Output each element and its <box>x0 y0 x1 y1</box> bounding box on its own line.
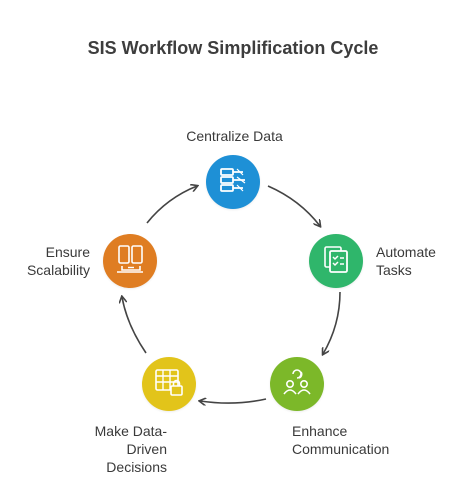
arrow-communicate-to-decisions <box>200 399 267 403</box>
arrow-scalability-to-centralize <box>146 186 197 224</box>
label-centralize-data: Centralize Data <box>177 127 292 145</box>
label-line: Enhance <box>292 423 348 439</box>
label-line: Driven <box>126 441 167 457</box>
arrow-automate-to-communicate <box>323 291 341 354</box>
locked-table-icon <box>152 365 186 404</box>
devices-icon <box>113 242 147 281</box>
node-enhance-communication <box>270 357 324 411</box>
label-data-driven-decisions: Make Data- Driven Decisions <box>72 422 167 476</box>
label-line: Centralize Data <box>186 128 283 144</box>
label-line: Tasks <box>376 262 412 278</box>
label-line: Scalability <box>26 262 90 278</box>
people-sync-icon <box>280 365 314 404</box>
arrow-decisions-to-scalability <box>122 297 147 354</box>
node-data-driven-decisions <box>142 357 196 411</box>
diagram-title: SIS Workflow Simplification Cycle <box>87 38 379 58</box>
arrow-centralize-to-automate <box>267 185 320 226</box>
label-line: Decisions <box>106 459 167 475</box>
label-line: Automate <box>376 244 436 260</box>
label-ensure-scalability: Ensure Scalability <box>16 243 90 279</box>
label-line: Make Data- <box>94 423 167 439</box>
task-checklist-icon <box>319 242 353 281</box>
data-stack-icon <box>216 163 250 202</box>
node-ensure-scalability <box>103 234 157 288</box>
node-automate-tasks <box>309 234 363 288</box>
label-enhance-communication: Enhance Communication <box>292 422 389 458</box>
label-line: Communication <box>292 441 390 457</box>
label-automate-tasks: Automate Tasks <box>376 243 436 279</box>
label-line: Ensure <box>45 244 90 260</box>
node-centralize-data <box>206 155 260 209</box>
